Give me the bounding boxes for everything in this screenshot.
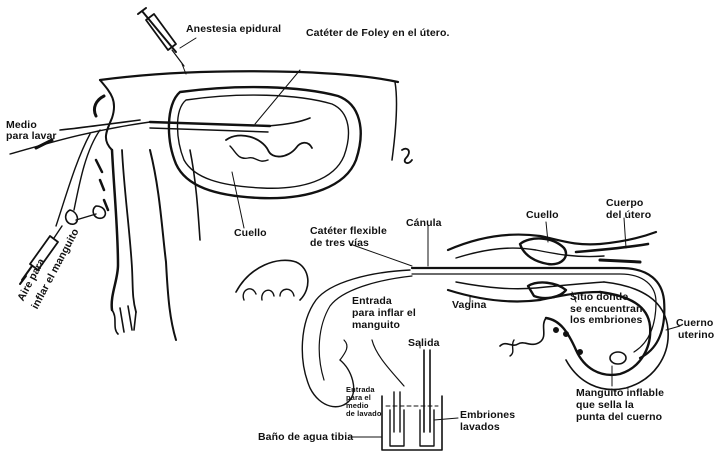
abdomen-outline (169, 87, 361, 198)
label-entrada-manguito-line3: manguito (352, 320, 400, 331)
label-manguito-line2: que sella la (576, 400, 634, 411)
label-embriones-line1: Embriones (460, 410, 515, 421)
hand-sketch (236, 260, 308, 300)
label-cuerno-line1: Cuerno (676, 318, 713, 329)
label-cateter-flexible-line2: de tres vías (310, 238, 369, 249)
label-cuello-right: Cuello (526, 210, 559, 221)
label-sitio-line3: los embriones (570, 315, 643, 326)
left-tubing (10, 122, 150, 284)
label-cuerpo-line2: del útero (606, 210, 651, 221)
label-entrada-manguito-line1: Entrada (352, 296, 392, 307)
label-bano-agua-tibia: Baño de agua tibia (258, 432, 353, 443)
label-cateter-foley: Catéter de Foley en el útero. (306, 28, 450, 39)
label-entrada-medio-line4: de lavado (346, 410, 382, 418)
label-anestesia-epidural: Anestesia epidural (186, 24, 281, 35)
left-leader-lines (232, 172, 244, 228)
label-entrada-manguito-line2: para inflar el (352, 308, 416, 319)
label-cuello-left: Cuello (234, 228, 267, 239)
label-cuerpo-line1: Cuerpo (606, 198, 643, 209)
label-salida: Salida (408, 338, 440, 349)
label-manguito-line1: Manguito inflable (576, 388, 664, 399)
label-embriones-line2: lavados (460, 422, 500, 433)
label-vagina: Vagina (452, 300, 486, 311)
label-canula: Cánula (406, 218, 442, 229)
epidural-syringe (138, 8, 196, 74)
label-cateter-flexible-line1: Catéter flexible (310, 226, 387, 237)
label-cuerno-line2: uterino (678, 330, 714, 341)
label-medio-lavar-line2: para lavar (6, 131, 57, 142)
label-sitio-line1: Sitio donde (570, 292, 628, 303)
label-manguito-line3: punta del cuerno (576, 412, 662, 423)
